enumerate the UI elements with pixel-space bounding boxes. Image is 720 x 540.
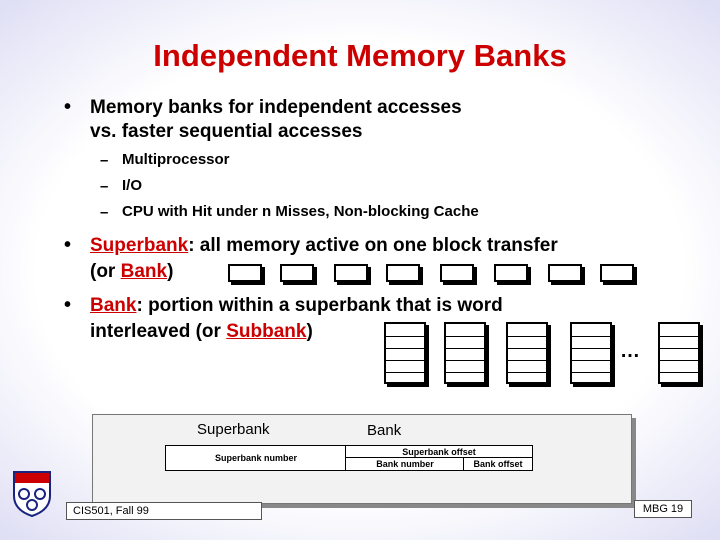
term-superbank: Superbank — [90, 235, 189, 256]
bullet-3-line-2: interleaved (or Subbank) — [90, 320, 313, 344]
term-bank: Bank — [120, 261, 168, 282]
address-diagram: Superbank Bank Superbank number Superban… — [92, 414, 632, 504]
label-bank: Bank — [367, 422, 402, 439]
bank-box — [494, 264, 528, 282]
term-bank: Bank — [90, 295, 137, 316]
sub-bullet-3: CPU with Hit under n Misses, Non-blockin… — [122, 203, 479, 220]
field-bank-offset: Bank offset — [463, 457, 533, 471]
bullet-dot: • — [64, 294, 72, 316]
bank-box — [548, 264, 582, 282]
subbank-stack — [658, 322, 700, 384]
bank-box — [334, 264, 368, 282]
bank-box — [228, 264, 262, 282]
bank-box — [386, 264, 420, 282]
bullet-2-line-2: (or Bank) — [90, 260, 173, 284]
field-superbank-number: Superbank number — [165, 445, 347, 471]
footer-page-number: MBG 19 — [634, 500, 692, 518]
bullet-2-text: : all memory active on one block transfe… — [188, 235, 558, 256]
bullet-1-line-1: Memory banks for independent accesses — [90, 97, 462, 118]
bank-box — [600, 264, 634, 282]
term-subbank: Subbank — [226, 321, 307, 342]
sub-bullet-1: Multiprocessor — [122, 151, 230, 168]
paren-open: (or — [90, 261, 121, 282]
bullet-3-line-1: Bank: portion within a superbank that is… — [90, 294, 503, 318]
bullet-1-line-2: vs. faster sequential accesses — [90, 121, 363, 142]
paren-close: ) — [167, 261, 174, 282]
sub-bullet-dash: – — [100, 204, 109, 221]
subbank-stack — [444, 322, 486, 384]
subbank-stack — [570, 322, 612, 384]
slide-title: Independent Memory Banks — [153, 38, 567, 73]
bullet-dot: • — [64, 234, 72, 256]
bullet-3-text: : portion within a superbank that is wor… — [136, 295, 503, 316]
field-bank-number: Bank number — [345, 457, 465, 471]
bullet-3-line-2-start: interleaved (or — [90, 321, 227, 342]
bank-box — [280, 264, 314, 282]
subbank-stack — [384, 322, 426, 384]
bullet-3-line-2-end: ) — [306, 321, 313, 342]
bullet-dot: • — [64, 96, 72, 118]
university-shield-logo — [13, 471, 51, 518]
bank-box — [440, 264, 474, 282]
label-superbank: Superbank — [197, 421, 270, 438]
bullet-2-line-1: Superbank: all memory active on one bloc… — [90, 234, 558, 258]
sub-bullet-dash: – — [100, 152, 109, 169]
sub-bullet-2: I/O — [122, 177, 143, 194]
sub-bullet-dash: – — [100, 178, 109, 195]
ellipsis: … — [620, 340, 640, 362]
subbank-stack — [506, 322, 548, 384]
footer-course: CIS501, Fall 99 — [66, 502, 262, 520]
